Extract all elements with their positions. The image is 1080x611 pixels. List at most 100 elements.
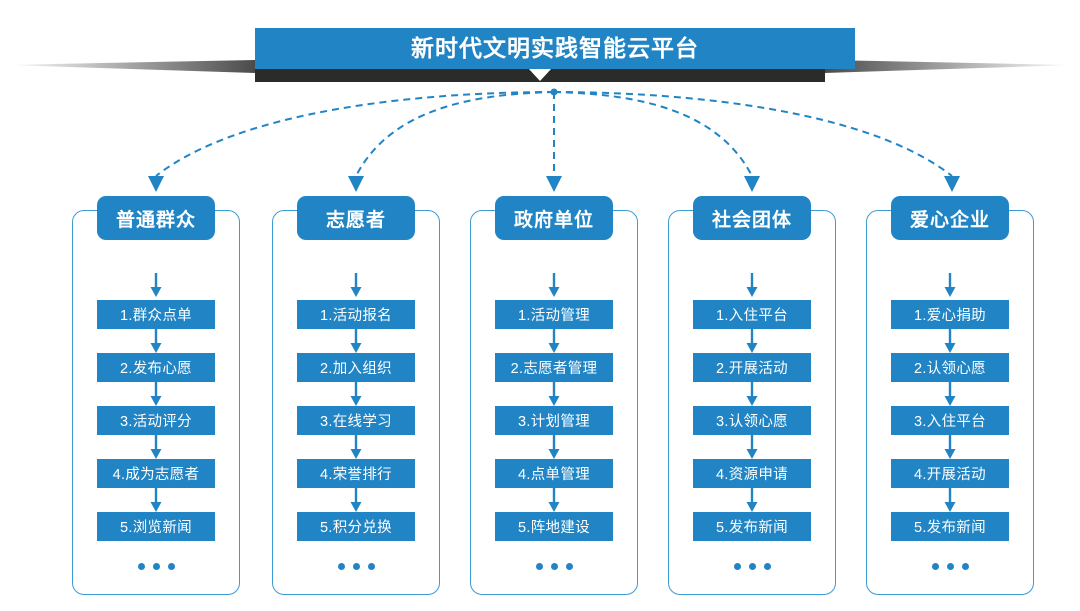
connector-4 <box>553 91 753 177</box>
list-item[interactable]: 5.积分兑换 <box>297 512 415 541</box>
column-government-unit: 政府单位 1.活动管理 2.志愿者管理 3.计划管理 4.点单管理 5.阵地建设 <box>470 196 638 595</box>
more-items-indicator <box>733 563 771 570</box>
list-item[interactable]: 5.浏览新闻 <box>97 512 215 541</box>
flow-arrow-icon <box>150 435 162 459</box>
ellipsis-dot <box>167 563 175 570</box>
list-item[interactable]: 3.活动评分 <box>97 406 215 435</box>
list-item[interactable]: 2.开展活动 <box>693 353 811 382</box>
list-item[interactable]: 5.发布新闻 <box>891 512 1009 541</box>
ellipsis-dot <box>763 563 771 570</box>
flow-arrow-icon <box>944 382 956 406</box>
flow-arrow-icon <box>150 329 162 353</box>
flow-arrow-icon <box>548 382 560 406</box>
flow-arrow-icon <box>746 435 758 459</box>
flow-arrow-icon <box>548 273 560 297</box>
flow-arrow-icon <box>150 488 162 512</box>
column-general-public: 普通群众 1.群众点单 2.发布心愿 3.活动评分 4.成为志愿者 5.浏览新闻 <box>72 196 240 595</box>
flow-arrow-icon <box>944 329 956 353</box>
flow-arrow-icon <box>350 329 362 353</box>
flow-arrow-icon <box>746 382 758 406</box>
column-header-general-public[interactable]: 普通群众 <box>97 196 215 240</box>
column-items: 1.活动报名 2.加入组织 3.在线学习 4.荣誉排行 5.积分兑换 <box>272 270 440 570</box>
flow-arrow-icon <box>350 273 362 297</box>
list-item[interactable]: 4.成为志愿者 <box>97 459 215 488</box>
list-item[interactable]: 3.入住平台 <box>891 406 1009 435</box>
list-item[interactable]: 1.群众点单 <box>97 300 215 329</box>
platform-title-bar: 新时代文明实践智能云平台 <box>255 28 855 69</box>
column-header-government-unit[interactable]: 政府单位 <box>495 196 613 240</box>
connector-arrowhead-5 <box>944 176 960 192</box>
ellipsis-dot <box>137 563 145 570</box>
ellipsis-dot <box>352 563 360 570</box>
flow-arrow-icon <box>944 273 956 297</box>
list-item[interactable]: 2.志愿者管理 <box>495 353 613 382</box>
column-items: 1.入住平台 2.开展活动 3.认领心愿 4.资源申请 5.发布新闻 <box>668 270 836 570</box>
ellipsis-dot <box>337 563 345 570</box>
connector-2 <box>355 91 555 177</box>
page-title: 新时代文明实践智能云平台 <box>411 35 699 61</box>
connector-arrowhead-3 <box>546 176 562 192</box>
column-header-social-group[interactable]: 社会团体 <box>693 196 811 240</box>
connector-group <box>148 88 960 192</box>
column-header-charity-enterprise[interactable]: 爱心企业 <box>891 196 1009 240</box>
flow-arrow-icon <box>350 488 362 512</box>
list-item[interactable]: 2.发布心愿 <box>97 353 215 382</box>
connector-arrowhead-4 <box>744 176 760 192</box>
ellipsis-dot <box>946 563 954 570</box>
list-item[interactable]: 3.计划管理 <box>495 406 613 435</box>
list-item[interactable]: 4.点单管理 <box>495 459 613 488</box>
ellipsis-dot <box>931 563 939 570</box>
flow-arrow-icon <box>746 488 758 512</box>
column-items: 1.爱心捐助 2.认领心愿 3.入住平台 4.开展活动 5.发布新闻 <box>866 270 1034 570</box>
list-item[interactable]: 1.活动报名 <box>297 300 415 329</box>
column-charity-enterprise: 爱心企业 1.爱心捐助 2.认领心愿 3.入住平台 4.开展活动 5.发布新闻 <box>866 196 1034 595</box>
list-item[interactable]: 4.资源申请 <box>693 459 811 488</box>
column-items: 1.群众点单 2.发布心愿 3.活动评分 4.成为志愿者 5.浏览新闻 <box>72 270 240 570</box>
connector-hub <box>550 88 558 96</box>
more-items-indicator <box>931 563 969 570</box>
list-item[interactable]: 2.认领心愿 <box>891 353 1009 382</box>
flow-arrow-icon <box>944 488 956 512</box>
list-item[interactable]: 4.开展活动 <box>891 459 1009 488</box>
list-item[interactable]: 2.加入组织 <box>297 353 415 382</box>
flow-arrow-icon <box>350 382 362 406</box>
column-header-volunteer[interactable]: 志愿者 <box>297 196 415 240</box>
more-items-indicator <box>535 563 573 570</box>
ellipsis-dot <box>550 563 558 570</box>
flow-arrow-icon <box>350 435 362 459</box>
ellipsis-dot <box>565 563 573 570</box>
chevron-down-icon <box>528 68 552 81</box>
ellipsis-dot <box>152 563 160 570</box>
ellipsis-dot <box>367 563 375 570</box>
flow-arrow-icon <box>548 435 560 459</box>
connector-arrowhead-2 <box>348 176 364 192</box>
flow-arrow-icon <box>150 382 162 406</box>
ellipsis-dot <box>535 563 543 570</box>
column-social-group: 社会团体 1.入住平台 2.开展活动 3.认领心愿 4.资源申请 5.发布新闻 <box>668 196 836 595</box>
list-item[interactable]: 1.活动管理 <box>495 300 613 329</box>
list-item[interactable]: 1.入住平台 <box>693 300 811 329</box>
list-item[interactable]: 5.发布新闻 <box>693 512 811 541</box>
list-item[interactable]: 1.爱心捐助 <box>891 300 1009 329</box>
flow-arrow-icon <box>548 329 560 353</box>
flow-arrow-icon <box>150 273 162 297</box>
more-items-indicator <box>337 563 375 570</box>
flow-arrow-icon <box>944 435 956 459</box>
list-item[interactable]: 4.荣誉排行 <box>297 459 415 488</box>
connector-1 <box>155 91 555 177</box>
list-item[interactable]: 3.认领心愿 <box>693 406 811 435</box>
list-item[interactable]: 5.阵地建设 <box>495 512 613 541</box>
flow-arrow-icon <box>746 273 758 297</box>
column-volunteer: 志愿者 1.活动报名 2.加入组织 3.在线学习 4.荣誉排行 5.积分兑换 <box>272 196 440 595</box>
flow-arrow-icon <box>548 488 560 512</box>
connector-5 <box>553 91 953 177</box>
ellipsis-dot <box>733 563 741 570</box>
list-item[interactable]: 3.在线学习 <box>297 406 415 435</box>
more-items-indicator <box>137 563 175 570</box>
ellipsis-dot <box>961 563 969 570</box>
connector-arrowhead-1 <box>148 176 164 192</box>
flow-arrow-icon <box>746 329 758 353</box>
column-items: 1.活动管理 2.志愿者管理 3.计划管理 4.点单管理 5.阵地建设 <box>470 270 638 570</box>
